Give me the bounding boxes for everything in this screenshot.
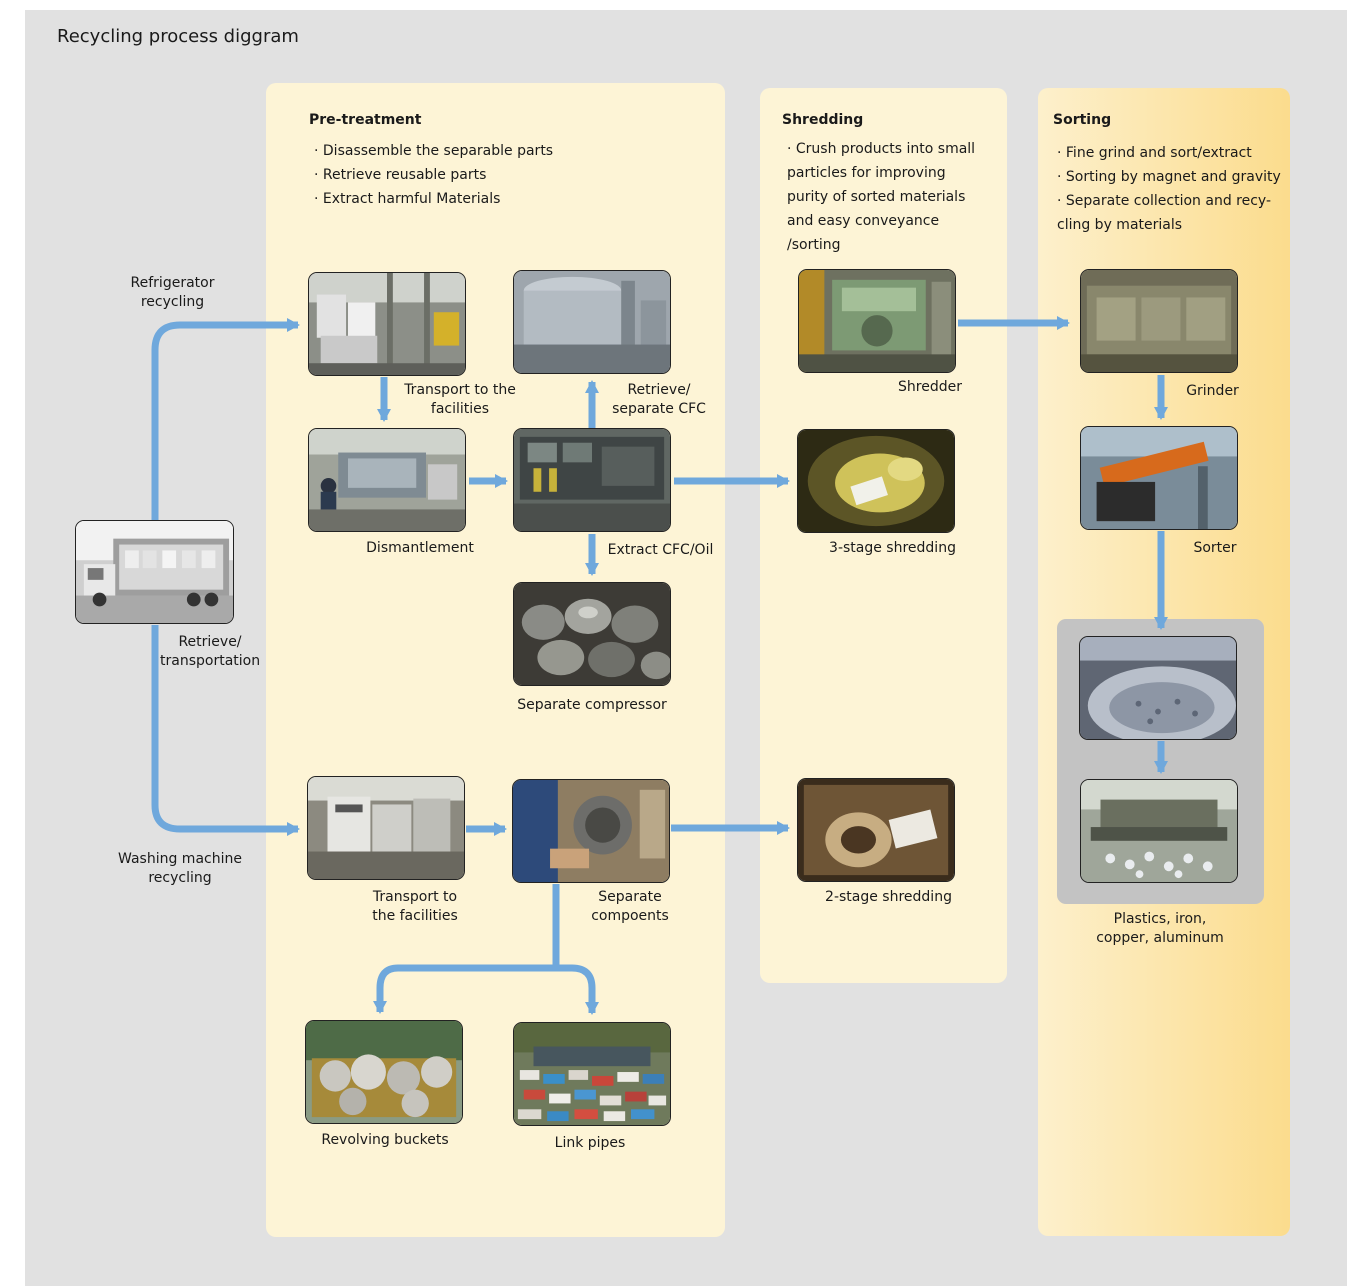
text-line: Retrieve/ xyxy=(627,382,691,398)
fridge-transport-photo xyxy=(308,272,466,376)
text-line: Refrigerator xyxy=(130,275,215,291)
arrow-to-link-pipes xyxy=(552,964,599,1015)
sorter-photo xyxy=(1080,426,1238,530)
text-line: · Extract harmful Materials xyxy=(314,191,501,207)
shredder-label: Shredder xyxy=(880,378,980,397)
truck-photo xyxy=(75,520,234,624)
text-line: Transport to xyxy=(372,889,458,905)
text-line: · Retrieve reusable parts xyxy=(314,167,487,183)
text-line: Retrieve/ xyxy=(178,634,242,650)
washing-machine-recycling-label: Washing machine recycling xyxy=(110,850,250,888)
text-line: Separate compressor xyxy=(517,697,667,713)
text-line: Separate xyxy=(598,889,662,905)
output-materials-label: Plastics, iron, copper, aluminum xyxy=(1085,910,1235,948)
compressor-photo xyxy=(513,582,671,686)
text-line: · Sorting by magnet and gravity xyxy=(1057,169,1281,185)
dismantlement-label: Dismantlement xyxy=(350,539,490,558)
separate-components-label: Separate compoents xyxy=(580,888,680,926)
link-pipes-label: Link pipes xyxy=(520,1134,660,1153)
separate-components-photo xyxy=(512,779,670,883)
grinder-label: Grinder xyxy=(1165,382,1260,401)
text-line: Revolving buckets xyxy=(321,1132,449,1148)
text-line: Link pipes xyxy=(554,1135,626,1151)
text-line: Sorter xyxy=(1193,540,1237,556)
text-line: copper, aluminum xyxy=(1096,930,1224,946)
text-line: and easy conveyance xyxy=(787,213,940,229)
text-line: · Crush products into small xyxy=(787,141,976,157)
washer-transport-photo xyxy=(307,776,465,880)
text-line: particles for improving xyxy=(787,165,946,181)
refrigerator-recycling-label: Refrigerator recycling xyxy=(115,274,230,312)
text-line: · Disassemble the separable parts xyxy=(314,143,554,159)
extract-cfc-oil-label: Extract CFC/Oil xyxy=(603,541,718,560)
text-line: recycling xyxy=(140,294,205,310)
text-line: transportation xyxy=(160,653,261,669)
arrow-to-washer-transport xyxy=(151,625,300,836)
retrieve-cfc-photo xyxy=(513,270,671,374)
dismantlement-photo xyxy=(308,428,466,532)
shredder-photo xyxy=(798,269,956,373)
shredding-title: Shredding xyxy=(782,112,864,128)
transport-to-facilities-washer-label: Transport to the facilities xyxy=(355,888,475,926)
text-line: Grinder xyxy=(1186,383,1239,399)
three-stage-shredding-label: 3-stage shredding xyxy=(810,539,975,558)
text-line: Shredder xyxy=(898,379,962,395)
text-line: purity of sorted materials xyxy=(787,189,966,205)
text-line: separate CFC xyxy=(612,401,706,417)
aluminum-conveyor-photo xyxy=(1080,779,1238,883)
text-line: recycling xyxy=(148,870,212,886)
transport-to-facilities-label: Transport to the facilities xyxy=(400,381,520,419)
text-line: 3-stage shredding xyxy=(829,540,956,556)
text-line: · Fine grind and sort/extract xyxy=(1057,145,1252,161)
link-pipes-photo xyxy=(513,1022,671,1126)
text-line: facilities xyxy=(430,401,490,417)
text-line: Washing machine xyxy=(118,851,242,867)
shredded-material-photo xyxy=(1079,636,1237,740)
shredding-description: · Crush products into small particles for… xyxy=(787,137,975,257)
sorter-label: Sorter xyxy=(1170,539,1260,558)
text-line: compoents xyxy=(591,908,669,924)
retrieve-separate-cfc-label: Retrieve/separate CFC xyxy=(604,381,714,419)
text-line: the facilities xyxy=(372,908,458,924)
text-line: Plastics, iron, xyxy=(1113,911,1207,927)
text-line: Dismantlement xyxy=(366,540,474,556)
text-line: /sorting xyxy=(787,237,841,253)
two-stage-shredding-photo xyxy=(797,778,955,882)
arrow-to-fridge-transport xyxy=(151,318,300,520)
text-line: Extract CFC/Oil xyxy=(607,542,714,558)
revolving-buckets-photo xyxy=(305,1020,463,1124)
sorting-title: Sorting xyxy=(1053,112,1112,128)
grinder-photo xyxy=(1080,269,1238,373)
two-stage-shredding-label: 2-stage shredding xyxy=(806,888,971,907)
retrieve-transportation-label: Retrieve/transportation xyxy=(160,633,260,671)
text-line: Transport to the xyxy=(404,382,516,398)
pretreatment-title: Pre-treatment xyxy=(309,112,422,128)
text-line: · Separate collection and recy- xyxy=(1057,193,1272,209)
pretreatment-description: · Disassemble the separable parts · Retri… xyxy=(314,139,553,211)
arrow-to-revolving-buckets xyxy=(373,964,560,1014)
diagram-title: Recycling process diggram xyxy=(57,26,299,47)
sorting-description: · Fine grind and sort/extract · Sorting b… xyxy=(1057,141,1281,237)
text-line: cling by materials xyxy=(1057,217,1183,233)
revolving-buckets-label: Revolving buckets xyxy=(305,1131,465,1150)
cfc-extraction-photo xyxy=(513,428,671,532)
separate-compressor-label: Separate compressor xyxy=(507,696,677,715)
text-line: 2-stage shredding xyxy=(825,889,952,905)
three-stage-shredding-photo xyxy=(797,429,955,533)
